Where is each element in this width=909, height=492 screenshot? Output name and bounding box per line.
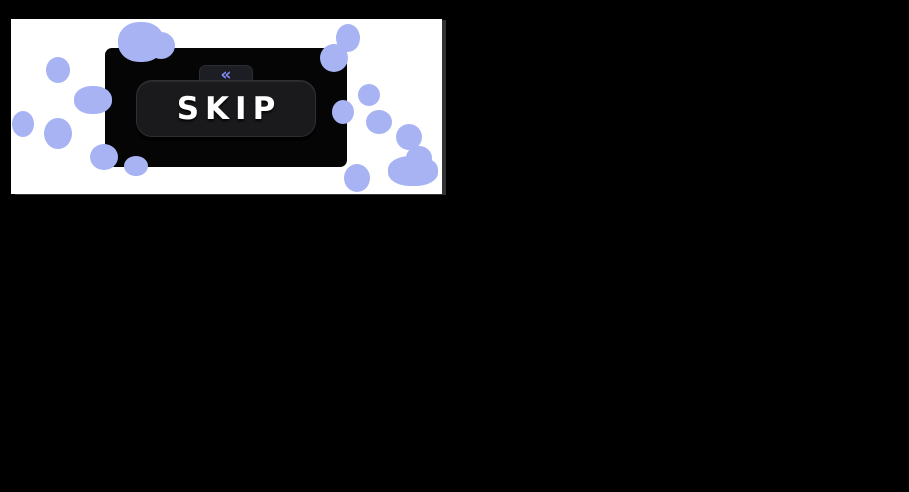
double-chevron-left-icon: «: [220, 65, 232, 85]
paint-blob: [396, 124, 422, 150]
paint-blob: [147, 32, 175, 59]
game-viewport-panel: « SKIP: [11, 19, 442, 194]
skip-button-label: SKIP: [176, 90, 282, 127]
paint-blob: [344, 164, 370, 192]
paint-blob: [12, 111, 34, 137]
paint-blob: [406, 146, 432, 170]
paint-blob: [74, 86, 112, 114]
paint-blob: [124, 156, 148, 176]
paint-blob: [44, 118, 72, 149]
paint-blob: [46, 57, 70, 83]
paint-blob: [366, 110, 392, 134]
paint-blob: [332, 100, 354, 124]
paint-blob: [320, 44, 348, 72]
skip-button[interactable]: SKIP: [136, 80, 316, 137]
paint-blob: [90, 144, 118, 170]
paint-blob: [358, 84, 380, 106]
skip-overlay: « SKIP: [105, 48, 347, 167]
